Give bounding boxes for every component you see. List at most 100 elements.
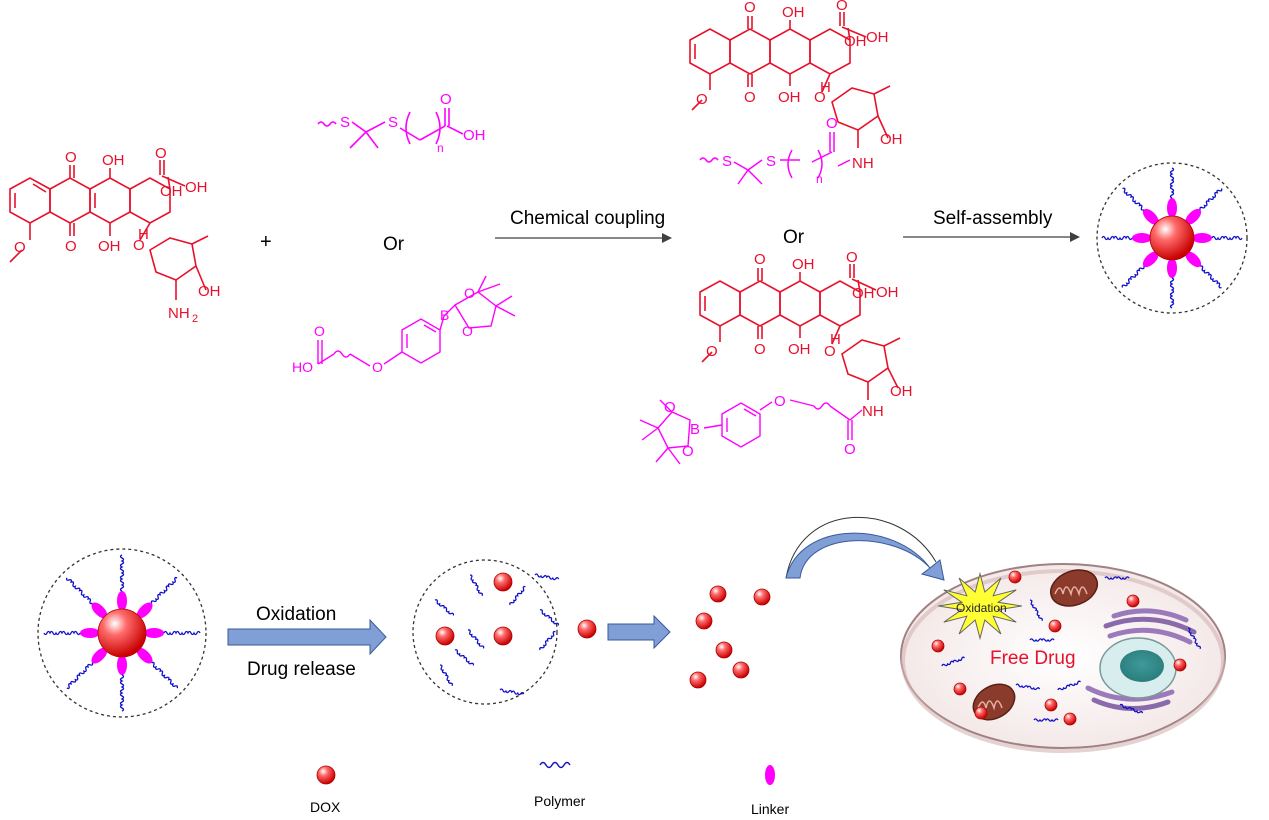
legend-dox-label: DOX (310, 799, 341, 815)
dox-sphere (715, 641, 733, 659)
polymer-chain (1015, 683, 1041, 691)
svg-text:O: O (14, 239, 26, 256)
linker-segment (1132, 233, 1152, 243)
assembly-label: Self-assembly (933, 208, 1053, 229)
polymer-chain (534, 573, 560, 581)
polymer-chain (539, 609, 560, 626)
free-drug-label: Free Drug (990, 648, 1076, 669)
svg-text:OH: OH (844, 33, 867, 50)
svg-text:OH: OH (788, 341, 811, 358)
svg-text:O: O (682, 443, 694, 460)
polymer-chain (1029, 638, 1055, 642)
dox-core-sphere (97, 608, 147, 658)
svg-text:O: O (826, 115, 838, 132)
svg-text:S: S (722, 153, 732, 170)
svg-text:O: O (133, 237, 145, 254)
svg-text:n: n (437, 141, 444, 155)
dox-sphere (1008, 570, 1022, 584)
dox-atom-labels: O OH O OH OH O OH O O H OH NH 2 (14, 145, 221, 325)
polymer-chain (434, 599, 455, 616)
oxidation-label: Oxidation (256, 604, 336, 625)
svg-text:O: O (664, 399, 676, 416)
cell-oxidation-label: Oxidation (956, 601, 1007, 615)
coupling-arrow (495, 233, 672, 243)
svg-text:NH: NH (852, 155, 874, 172)
dox-sphere (493, 626, 513, 646)
polymer-chain (1122, 187, 1144, 211)
svg-text:O: O (440, 91, 452, 108)
polymer-chain (65, 577, 93, 605)
or-left: Or (383, 234, 405, 255)
polymer-chain (119, 674, 125, 712)
polymer-chain (1119, 703, 1144, 714)
mitochondrion-icon (1049, 569, 1099, 607)
svg-text:OH: OH (852, 285, 875, 302)
legend: DOX Polymer Linker (310, 761, 789, 817)
svg-text:O: O (814, 89, 826, 106)
polymer-chain (941, 656, 965, 667)
polymer-chain (469, 574, 484, 597)
polymer-chain (1187, 627, 1201, 650)
linker-segment (1185, 208, 1202, 225)
svg-text:OH: OH (792, 256, 815, 273)
svg-text:O: O (744, 0, 756, 16)
dox-sphere (1126, 594, 1140, 608)
plus-sign: + (260, 231, 272, 253)
linker-segment (1142, 251, 1159, 268)
oxidation-arrow (227, 618, 387, 656)
svg-text:O: O (754, 251, 766, 268)
svg-text:O: O (372, 359, 383, 375)
svg-text:S: S (388, 114, 398, 131)
coupling-label: Chemical coupling (510, 208, 665, 229)
svg-text:H: H (138, 226, 149, 243)
svg-text:S: S (766, 153, 776, 170)
svg-text:O: O (462, 323, 473, 339)
svg-text:OH: OH (198, 283, 221, 300)
release-label: Drug release (247, 659, 356, 680)
dox-sphere (435, 626, 455, 646)
svg-text:H: H (830, 331, 841, 348)
linker-segment (80, 628, 100, 638)
dox-sphere (732, 661, 750, 679)
svg-text:OH: OH (160, 183, 183, 200)
svg-text:O: O (155, 145, 167, 162)
svg-text:O: O (846, 249, 858, 266)
free-dox-cluster (689, 585, 771, 689)
svg-text:O: O (464, 285, 475, 301)
dox-core-sphere (1149, 215, 1195, 261)
svg-text:O: O (836, 0, 848, 14)
svg-text:O: O (824, 343, 836, 360)
linker-segment (144, 628, 164, 638)
polymer-chain (1104, 576, 1130, 580)
thioketal-linker-structure (317, 108, 464, 149)
svg-text:2: 2 (192, 313, 198, 325)
linker-segment (1192, 233, 1212, 243)
dox-sphere (931, 639, 945, 653)
svg-text:OH: OH (185, 179, 208, 196)
or-right: Or (783, 227, 805, 248)
svg-text:O: O (754, 341, 766, 358)
legend-dox-symbol (316, 765, 336, 785)
svg-text:O: O (744, 89, 756, 106)
polymer-chain (1200, 265, 1222, 289)
nucleus-icon (1099, 637, 1177, 699)
nanoparticle-initial (37, 548, 207, 718)
polymer-chain (539, 630, 556, 651)
release-arrow (607, 614, 671, 650)
svg-text:O: O (65, 149, 77, 166)
thioketal-linker-labels: S S n O OH (340, 91, 486, 155)
polymer-chain (1033, 718, 1059, 722)
polymer-chain (43, 630, 81, 636)
svg-text:OH: OH (876, 284, 899, 301)
svg-text:O: O (706, 343, 718, 360)
polymer-chain (163, 630, 201, 636)
svg-text:OH: OH (778, 89, 801, 106)
cell-contents (931, 570, 1201, 726)
polymer-chain (151, 661, 179, 689)
legend-polymer-symbol (539, 761, 571, 769)
linker-segment (91, 602, 108, 619)
svg-text:S: S (340, 114, 350, 131)
dox-sphere (709, 585, 727, 603)
polymer-chain (439, 664, 454, 687)
